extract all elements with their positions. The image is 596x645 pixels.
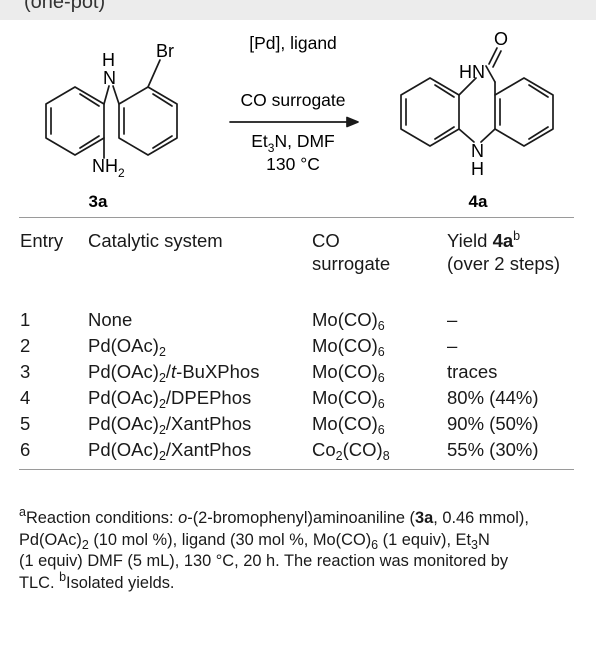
header-strip: (one-pot) xyxy=(0,0,596,20)
arrow-condition-4: 130 °C xyxy=(266,154,320,174)
row-yield: – xyxy=(447,335,458,356)
row-yield: 55% (30%) xyxy=(447,439,539,460)
header-fragment: (one-pot) xyxy=(24,0,106,13)
row-co-surrogate: Mo(CO)6 xyxy=(312,335,385,359)
row-co-surrogate: Mo(CO)6 xyxy=(312,387,385,411)
table-footnotes: aReaction conditions: o-(2-bromophenyl)a… xyxy=(19,505,579,594)
header-yield-line2: (over 2 steps) xyxy=(447,253,561,274)
atom-br: Br xyxy=(156,41,174,61)
header-co-line1: CO xyxy=(312,230,340,251)
atom-h-left: H xyxy=(102,50,115,70)
row-entry: 6 xyxy=(20,439,31,460)
compound-label-3a: 3a xyxy=(89,192,108,211)
atom-n-product: N xyxy=(471,141,484,161)
table-top-rule xyxy=(19,217,574,218)
row-yield: 90% (50%) xyxy=(447,413,539,434)
row-entry: 3 xyxy=(20,361,31,382)
row-catalytic-system: None xyxy=(88,309,133,330)
arrow-condition-2: CO surrogate xyxy=(240,90,345,110)
row-yield: traces xyxy=(447,361,498,382)
footnote-b-line: TLC. bIsolated yields. xyxy=(19,569,175,592)
table-bottom-rule xyxy=(19,469,574,470)
row-catalytic-system: Pd(OAc)2/XantPhos xyxy=(88,413,252,437)
row-co-surrogate: Mo(CO)6 xyxy=(312,413,385,437)
row-yield: 80% (44%) xyxy=(447,387,539,408)
atom-nh2: NH2 xyxy=(92,156,125,180)
row-entry: 5 xyxy=(20,413,31,434)
reaction-scheme: H N Br NH2 3a [Pd], ligand CO surrogate … xyxy=(0,20,596,218)
row-catalytic-system: Pd(OAc)2 xyxy=(88,335,166,359)
atom-hn-product: HN xyxy=(459,62,485,82)
atom-h-product: H xyxy=(471,159,484,179)
row-entry: 1 xyxy=(20,309,31,330)
row-catalytic-system: Pd(OAc)2/t-BuXPhos xyxy=(88,361,260,385)
atom-n-left: N xyxy=(103,68,116,88)
row-catalytic-system: Pd(OAc)2/XantPhos xyxy=(88,439,252,463)
header-catalytic-system: Catalytic system xyxy=(88,230,223,251)
reaction-scheme-drawing: H N Br NH2 3a [Pd], ligand CO surrogate … xyxy=(45,29,554,211)
atom-o-product: O xyxy=(494,29,508,49)
row-co-surrogate: Mo(CO)6 xyxy=(312,309,385,333)
arrow-condition-1: [Pd], ligand xyxy=(249,33,337,53)
row-entry: 4 xyxy=(20,387,31,408)
footnote-a-line1: aReaction conditions: o-(2-bromophenyl)a… xyxy=(19,505,529,527)
header-co-line2: surrogate xyxy=(312,253,391,274)
row-yield: – xyxy=(447,309,458,330)
footnote-a-line3: (1 equiv) DMF (5 mL), 130 °C, 20 h. The … xyxy=(19,552,509,570)
row-catalytic-system: Pd(OAc)2/DPEPhos xyxy=(88,387,252,411)
row-co-surrogate: Mo(CO)6 xyxy=(312,361,385,385)
arrow-condition-3: Et3N, DMF xyxy=(251,131,335,155)
header-yield: Yield 4ab xyxy=(447,229,521,251)
footnote-a-line2: Pd(OAc)2 (10 mol %), ligand (30 mol %, M… xyxy=(19,530,490,552)
compound-label-4a: 4a xyxy=(469,192,488,211)
row-entry: 2 xyxy=(20,335,31,356)
row-co-surrogate: Co2(CO)8 xyxy=(312,439,390,463)
header-entry: Entry xyxy=(20,230,64,251)
